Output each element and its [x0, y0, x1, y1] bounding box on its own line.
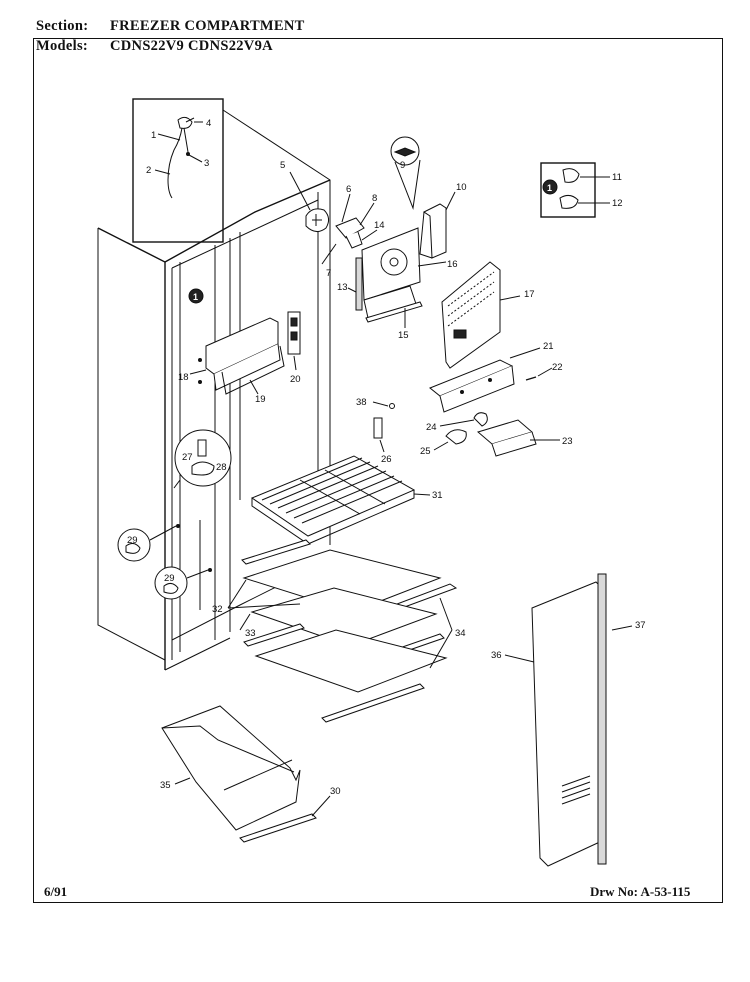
callout-16: 16: [447, 259, 458, 270]
callout-17: 17: [524, 289, 535, 300]
wall-marker: [188, 288, 204, 304]
section-title: FREEZER COMPARTMENT: [110, 18, 305, 34]
drawing-number: Drw No: A-53-115: [590, 884, 691, 899]
section-label: Section:: [36, 18, 89, 34]
callout-30: 30: [330, 786, 341, 797]
part-29-callouts: [117, 524, 212, 600]
legend-box: [540, 162, 610, 218]
callout-33: 33: [245, 628, 256, 639]
callout-6: 6: [346, 184, 351, 195]
revision-date: 6/91: [44, 884, 68, 899]
legend-marker-number: 1: [547, 183, 552, 193]
callout-38: 38: [356, 397, 367, 408]
callout-19: 19: [255, 394, 266, 405]
shelves-32-34: [227, 539, 458, 723]
callout-2: 2: [146, 165, 151, 176]
callout-labels: 1 2 3 4 5 6 7 8 9 10 11 12 13 14 15 16 1…: [127, 118, 646, 797]
evaporator-strip: [347, 257, 423, 328]
callout-1: 1: [151, 130, 156, 141]
callout-27: 27: [182, 452, 193, 463]
callout-29-upper: 29: [127, 535, 138, 546]
models-row: Models: CDNS22V9 CDNS22V9A: [36, 38, 273, 55]
callout-5: 5: [280, 160, 285, 171]
callout-10: 10: [456, 182, 467, 193]
callout-18: 18: [178, 372, 189, 383]
callout-14: 14: [374, 220, 385, 231]
mount-bracket-21: [429, 347, 553, 413]
callout-34: 34: [455, 628, 466, 639]
control-housing: [189, 311, 301, 395]
models-list: CDNS22V9 CDNS22V9A: [110, 38, 273, 54]
callout-24: 24: [426, 422, 437, 433]
diagram-frame: [33, 38, 723, 903]
callout-4: 4: [206, 118, 211, 129]
models-label: Models:: [36, 38, 89, 54]
callout-11: 11: [612, 172, 622, 183]
callout-35: 35: [160, 780, 171, 791]
callout-15: 15: [398, 330, 409, 341]
wall-marker-number: 1: [193, 292, 198, 302]
freezer-bin-35: [161, 705, 331, 843]
callout-26: 26: [381, 454, 392, 465]
bracket-part-10: [419, 191, 456, 259]
callout-28: 28: [216, 462, 227, 473]
callout-36: 36: [491, 650, 502, 661]
callout-37: 37: [635, 620, 646, 631]
wire-shelf-31: [250, 455, 431, 545]
callout-3: 3: [204, 158, 209, 169]
callout-29-lower: 29: [164, 573, 175, 584]
callout-21: 21: [543, 341, 554, 352]
callout-25: 25: [420, 446, 431, 457]
callout-9: 9: [400, 160, 405, 171]
callout-31: 31: [432, 490, 443, 501]
callout-13: 13: [337, 282, 348, 293]
fan-motor-assembly: [289, 171, 378, 265]
damper-assembly: [433, 412, 560, 457]
small-parts-26-38: [372, 401, 395, 453]
parts-27-28-callout: [173, 429, 232, 489]
callout-32: 32: [212, 604, 223, 615]
rear-panel-17: [441, 261, 521, 369]
callout-22: 22: [552, 362, 563, 373]
callout-23: 23: [562, 436, 573, 447]
callout-7: 7: [326, 268, 331, 279]
fan-bracket-callout: [361, 136, 447, 319]
callout-20: 20: [290, 374, 301, 385]
liner-panel-36: [504, 573, 633, 867]
callout-12: 12: [612, 198, 623, 209]
section-row: Section: FREEZER COMPARTMENT: [36, 18, 305, 35]
callout-8: 8: [372, 193, 377, 204]
